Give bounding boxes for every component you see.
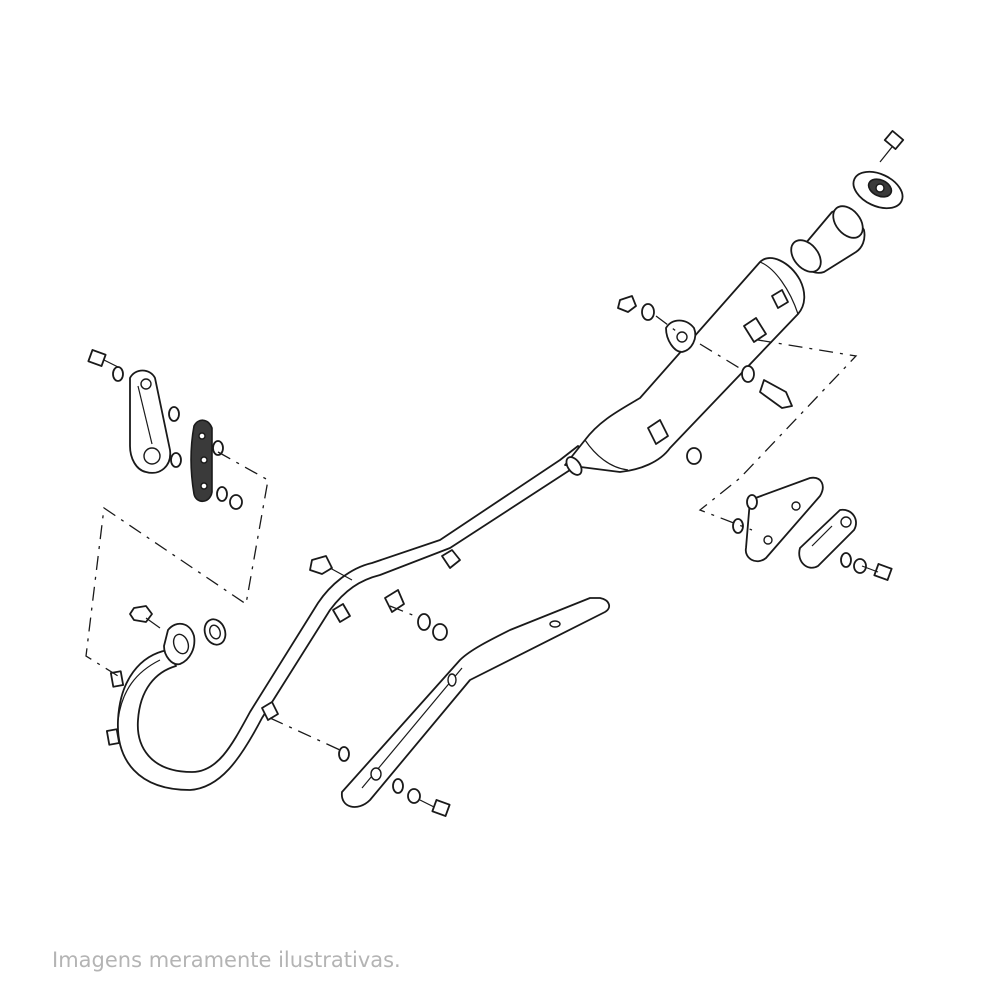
muffler bbox=[564, 257, 806, 476]
plate-bolt bbox=[87, 349, 243, 510]
heat-shield-bracket bbox=[341, 597, 611, 808]
pipe-bracket-bolt bbox=[309, 555, 448, 641]
tail-pipe bbox=[790, 205, 866, 274]
exhaust-gasket bbox=[203, 618, 227, 646]
flange-nut bbox=[129, 605, 161, 629]
hanger-leader-box bbox=[698, 339, 858, 531]
muffler-mount-hardware bbox=[617, 295, 793, 465]
muffler-hanger-bracket bbox=[744, 476, 824, 563]
muffler-end-cap bbox=[852, 170, 904, 210]
joint-cover-dark bbox=[190, 419, 213, 503]
end-cap-bolt bbox=[879, 130, 905, 163]
heat-shield-fasteners bbox=[269, 717, 451, 817]
header-pipe-tab-upper bbox=[261, 549, 461, 721]
exhaust-flange bbox=[163, 622, 196, 666]
mounting-plate bbox=[129, 369, 172, 474]
hanger-plate bbox=[798, 508, 857, 569]
disclaimer-caption: Imagens meramente ilustrativas. bbox=[52, 948, 401, 972]
